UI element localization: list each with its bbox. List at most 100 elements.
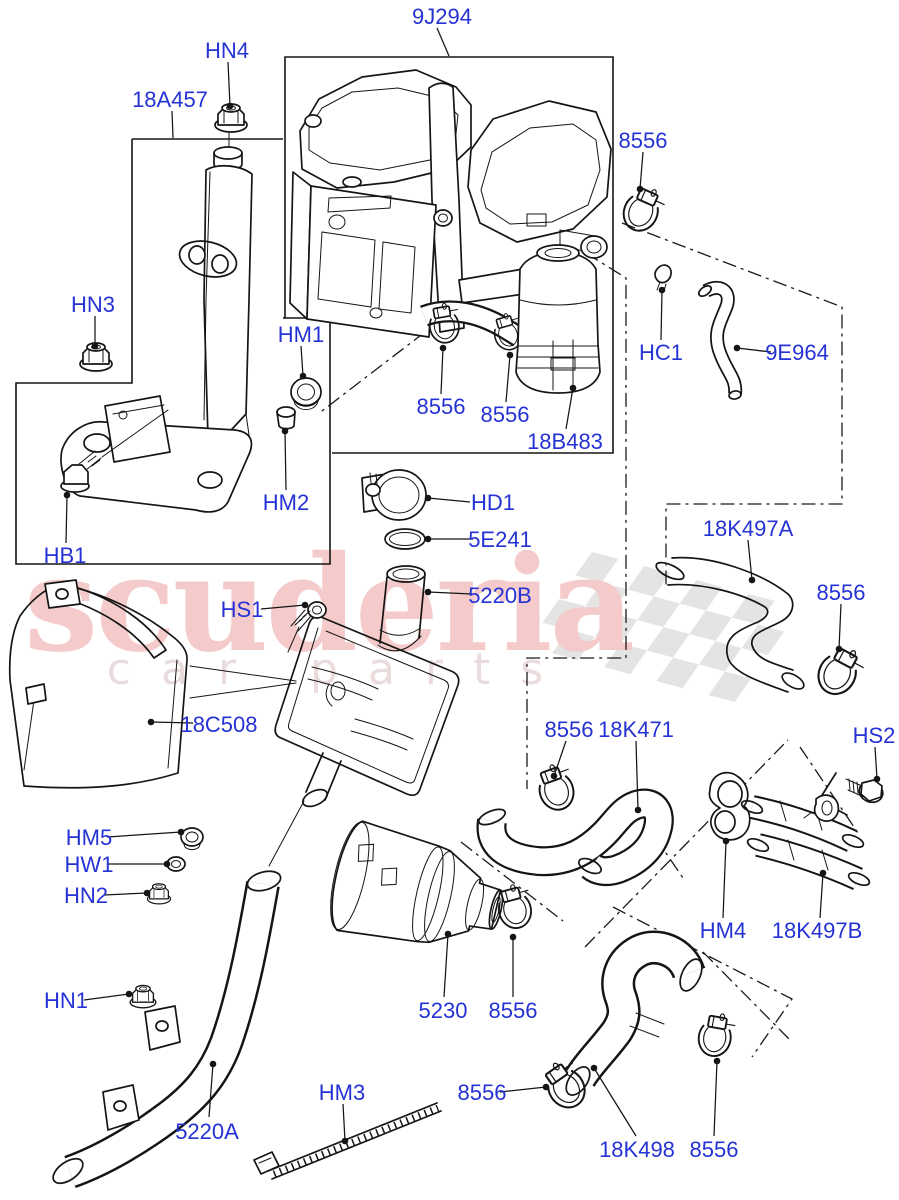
- leader-dot: [439, 344, 447, 352]
- leader-line: [499, 1086, 547, 1093]
- leader-dot: [226, 102, 234, 110]
- part-18A457-bracket-drawing: [178, 132, 253, 443]
- part-label-8556[interactable]: 8556: [690, 1137, 739, 1162]
- part-label-HW1[interactable]: HW1: [65, 852, 114, 877]
- leader-line: [874, 746, 878, 780]
- part-18B483-silencer-drawing: [515, 244, 601, 394]
- leader-line: [593, 1067, 637, 1137]
- fence-lines: [317, 222, 859, 1058]
- leader-dot: [506, 351, 514, 359]
- part-label-8556[interactable]: 8556: [489, 998, 538, 1023]
- part-label-5220B[interactable]: 5220B: [468, 583, 532, 608]
- leader-line: [83, 993, 130, 1001]
- leader-dot: [722, 837, 730, 845]
- leader-dot: [873, 775, 881, 783]
- part-label-HD1[interactable]: HD1: [471, 490, 515, 515]
- part-label-HN1[interactable]: HN1: [44, 988, 88, 1013]
- part-label-5220A[interactable]: 5220A: [175, 1119, 239, 1144]
- leader-line: [747, 539, 753, 581]
- leader-dot: [713, 1057, 721, 1065]
- part-label-8556[interactable]: 8556: [458, 1080, 507, 1105]
- leader-dot: [125, 990, 133, 998]
- part-label-9J294[interactable]: 9J294: [412, 4, 472, 29]
- part-8556-clamp-5230-drawing: [492, 880, 538, 933]
- leader-line: [565, 387, 574, 430]
- part-label-HM4[interactable]: HM4: [700, 918, 746, 943]
- part-label-5230[interactable]: 5230: [419, 998, 468, 1023]
- leader-line: [443, 933, 449, 998]
- part-5220B-muffler-drawing: [274, 565, 460, 808]
- part-label-18K497A[interactable]: 18K497A: [703, 516, 794, 541]
- part-label-18K497B[interactable]: 18K497B: [772, 918, 863, 943]
- leader-dot: [301, 601, 309, 609]
- part-9J294-heater-drawing: [289, 69, 612, 354]
- part-mounting-bracket-drawing: [60, 395, 253, 513]
- part-label-18B483[interactable]: 18B483: [527, 429, 603, 454]
- leader-dot: [424, 535, 432, 543]
- leader-line: [65, 494, 68, 544]
- leader-line: [639, 151, 644, 190]
- part-HM2-bushing-drawing: [276, 406, 296, 430]
- watermark-tagline-text: car parts: [107, 644, 573, 695]
- part-HM4-grommet-drawing: [708, 771, 751, 841]
- part-HS2-bolt-drawing: [845, 778, 884, 804]
- part-9E964-hose-drawing: [697, 280, 743, 400]
- part-label-HM2[interactable]: HM2: [263, 490, 309, 515]
- leader-dot: [733, 344, 741, 352]
- leader-line: [171, 110, 174, 139]
- part-label-HS2[interactable]: HS2: [853, 723, 896, 748]
- part-label-5E241[interactable]: 5E241: [468, 527, 532, 552]
- leader-dot: [444, 930, 452, 938]
- part-HS1-screw-drawing: [287, 601, 327, 653]
- part-label-8556[interactable]: 8556: [817, 580, 866, 605]
- part-label-HB1[interactable]: HB1: [44, 543, 87, 568]
- leader-dot: [299, 372, 307, 380]
- part-label-18K471[interactable]: 18K471: [598, 717, 674, 742]
- leader-dot: [177, 828, 185, 836]
- watermark-scuderia: scuderia car parts: [24, 527, 636, 695]
- leader-line: [103, 892, 148, 896]
- parts-artwork: [8, 69, 884, 1189]
- leader-line: [284, 430, 287, 491]
- part-label-8556[interactable]: 8556: [545, 717, 594, 742]
- part-label-HC1[interactable]: HC1: [639, 340, 683, 365]
- part-HN1-nut-drawing: [129, 984, 157, 1009]
- leader-line: [260, 604, 306, 610]
- leader-dot: [550, 772, 558, 780]
- part-18C508-shield-drawing: [8, 579, 297, 789]
- part-label-18A457[interactable]: 18A457: [132, 87, 208, 112]
- leader-line: [427, 591, 473, 595]
- part-label-8556[interactable]: 8556: [417, 394, 466, 419]
- leader-dot: [835, 645, 843, 653]
- part-label-8556[interactable]: 8556: [481, 402, 530, 427]
- leader-line: [660, 289, 663, 341]
- part-label-18C508[interactable]: 18C508: [180, 712, 257, 737]
- leader-dot: [542, 1083, 550, 1091]
- part-label-HM5[interactable]: HM5: [66, 825, 112, 850]
- leader-dot: [819, 869, 827, 877]
- part-label-9E964[interactable]: 9E964: [765, 340, 829, 365]
- leader-dot: [143, 889, 151, 897]
- leader-line: [440, 347, 444, 395]
- part-HN2-nut-drawing: [146, 883, 172, 905]
- part-label-8556[interactable]: 8556: [619, 128, 668, 153]
- part-label-18K498[interactable]: 18K498: [599, 1137, 675, 1162]
- part-label-HN3[interactable]: HN3: [71, 292, 115, 317]
- part-label-HM1[interactable]: HM1: [278, 322, 324, 347]
- part-label-HM3[interactable]: HM3: [319, 1080, 365, 1105]
- part-label-HN4[interactable]: HN4: [205, 38, 249, 63]
- leader-dot: [658, 286, 666, 294]
- part-18K497A-hose-drawing: [655, 556, 805, 693]
- leader-dot: [63, 491, 71, 499]
- part-label-HN2[interactable]: HN2: [64, 883, 108, 908]
- part-18K498-hose-drawing: [565, 930, 706, 1096]
- part-HD1-clamp-drawing: [361, 469, 427, 521]
- part-label-HS1[interactable]: HS1: [221, 597, 264, 622]
- checkered-flag-watermark: [542, 552, 785, 703]
- group-box-9J294: [284, 56, 614, 454]
- leader-dot: [281, 427, 289, 435]
- leader-line: [819, 872, 824, 919]
